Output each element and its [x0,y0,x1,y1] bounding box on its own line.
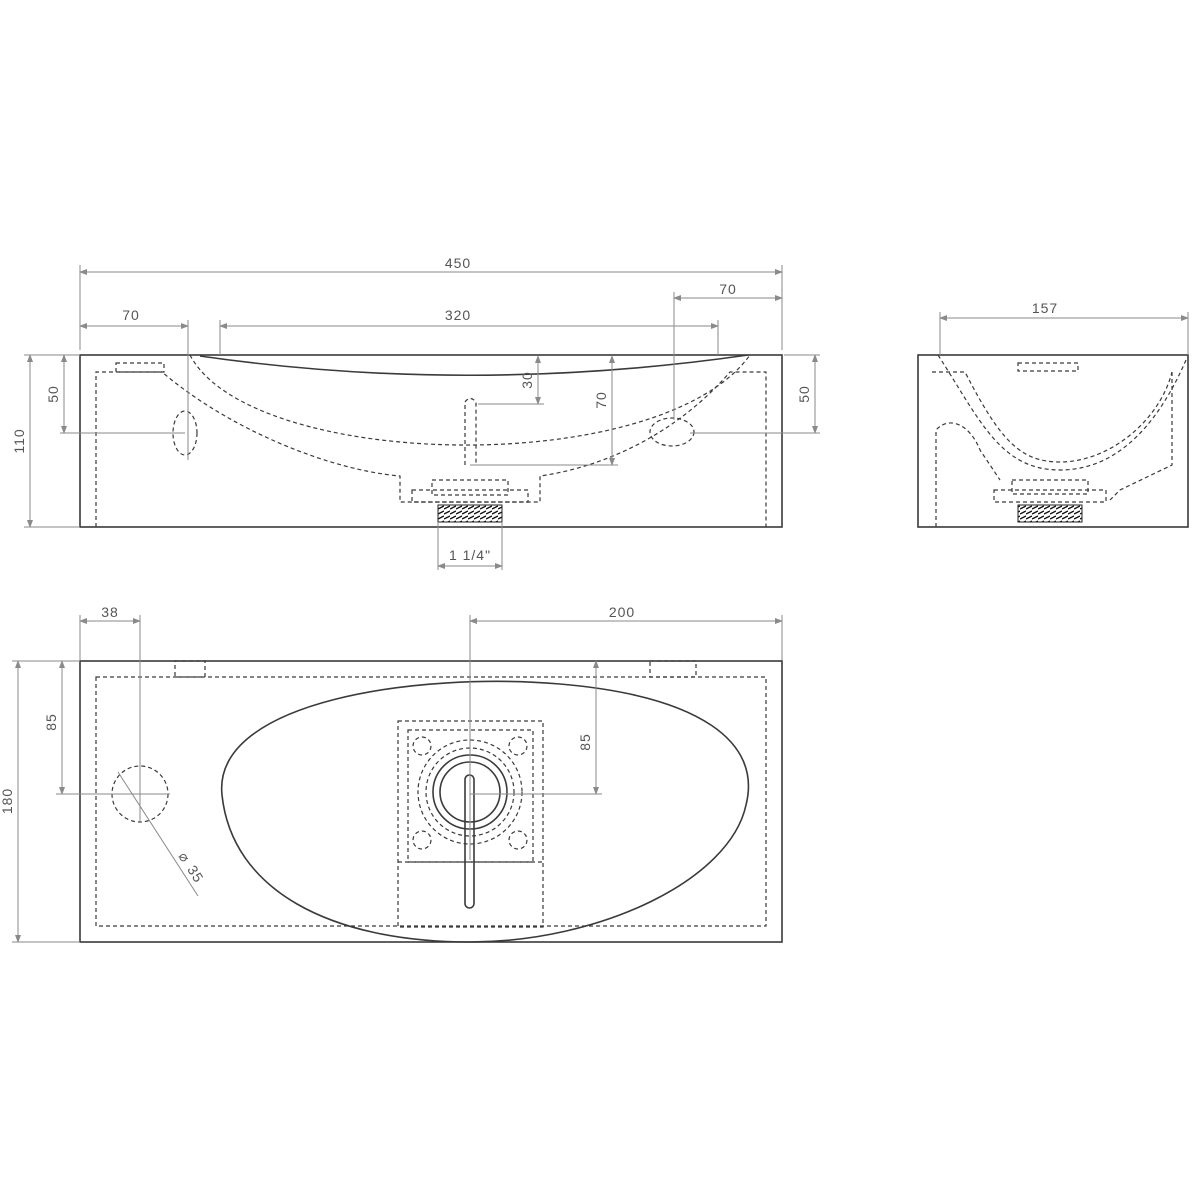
dim-line-diameter [117,771,199,897]
front-view: 450 70 320 70 110 50 30 70 50 1 1/4" [11,255,820,570]
dim-label-height-total: 110 [11,428,27,453]
dim-label-hole-offset: 38 [101,604,119,620]
top-inner-hidden [95,676,767,927]
basin-oval [221,680,750,943]
basin-rim-curve [199,354,749,377]
dim-label-right-hole-height: 50 [796,385,812,403]
side-view: 157 [917,300,1189,528]
drain-body [431,479,509,496]
screw-top-right [508,736,528,756]
basin-inner-hidden [189,354,751,446]
dim-label-hole-depth: 85 [43,713,59,731]
dim-label-drain-offset: 200 [609,604,635,620]
tap-hole-left [172,410,198,456]
dim-label-basin-depth: 70 [593,391,609,409]
top-view: 38 200 85 85 180 ⌀ 35 [0,604,783,943]
dim-label-overflow-depth: 30 [519,371,535,389]
side-drain-flange [993,489,1107,503]
tap-hole-right [649,417,695,447]
diameter-symbol: ⌀ [175,849,194,866]
drain-flange-square [407,729,534,863]
flange-ring-outer [417,739,523,845]
basin-outer-hidden [95,371,767,527]
side-overflow-hidden [1109,372,1173,501]
dim-label-basin-width: 320 [445,307,471,323]
overflow-slot [115,362,165,373]
dim-label-left-hole-height: 50 [45,385,61,403]
screw-bottom-right [508,830,528,850]
side-overflow-slot [1017,362,1079,372]
dim-label-depth-total: 180 [0,788,15,814]
side-basin-inner-hidden [932,371,1173,463]
side-drain-body [1011,479,1089,495]
overflow-channel [464,397,477,465]
side-wall-hidden [935,422,1001,527]
screw-bottom-left [412,830,432,850]
dim-label-left-offset: 70 [122,307,140,323]
dim-label-drain-depth: 85 [577,733,593,751]
side-drain-thread [1017,504,1083,523]
dim-label-hole-diameter: 35 [184,862,207,885]
dim-label-drain-thread: 1 1/4" [449,547,491,563]
top-outline [79,660,783,943]
flange-ring-mid [425,747,515,837]
drain-thread [437,504,503,523]
diameter-label: ⌀ 35 [175,849,207,886]
screw-top-left [412,736,432,756]
drain-flange [411,489,529,503]
top-tab-right [649,660,697,678]
dim-label-side-depth: 157 [1032,300,1058,316]
side-basin-hidden [937,354,1187,471]
dim-label-width-total: 450 [445,255,471,271]
side-outline [917,354,1189,528]
dim-label-right-offset: 70 [719,281,737,297]
top-tab-left [174,660,206,678]
front-outline [79,354,783,528]
